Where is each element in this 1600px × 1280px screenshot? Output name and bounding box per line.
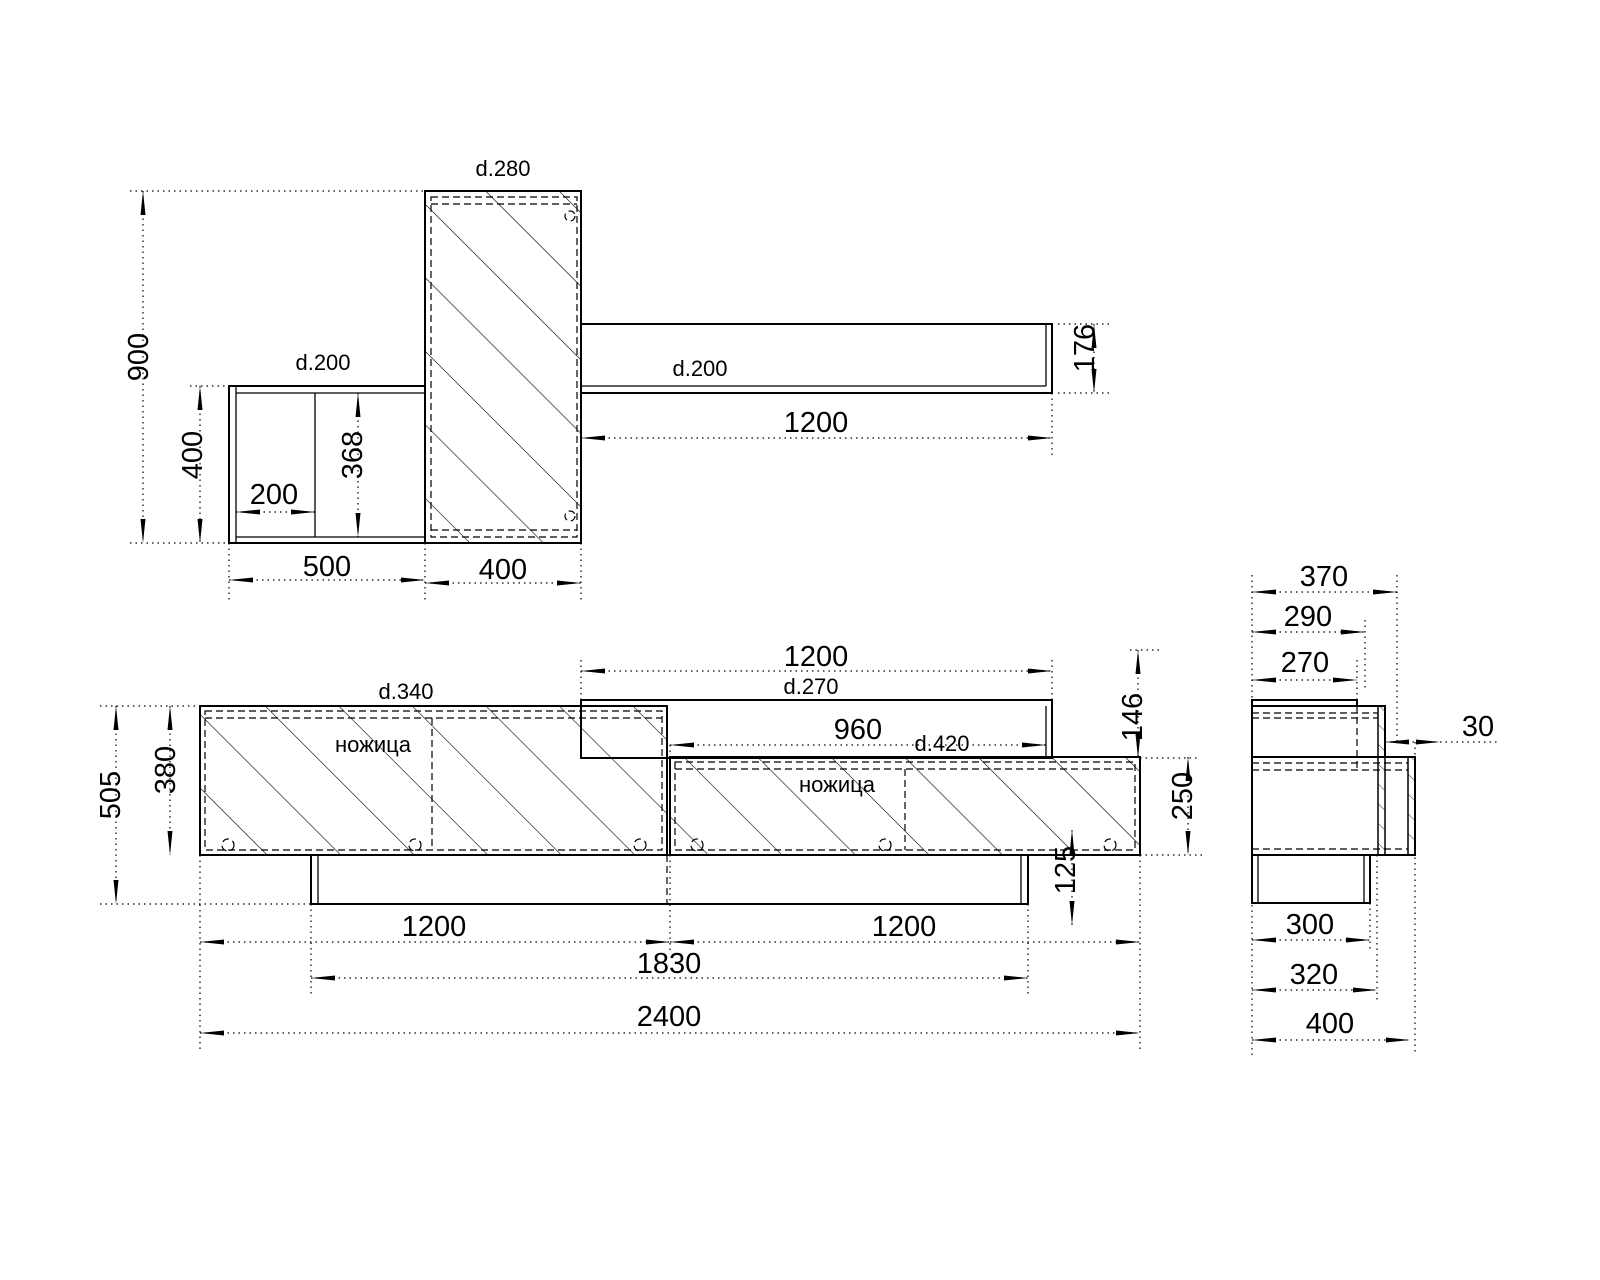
hinge-icon xyxy=(564,210,576,222)
dimension-value: 1830 xyxy=(637,948,702,980)
dimension-value: 505 xyxy=(95,771,127,819)
dimension-value: 1200 xyxy=(872,911,937,943)
dimension-value: 500 xyxy=(303,551,351,583)
mechanism-label: ножица xyxy=(335,732,412,757)
dimension-value: 250 xyxy=(1167,772,1199,820)
hinge-icon xyxy=(564,510,576,522)
depth-label: d.280 xyxy=(475,156,530,181)
dimension-value: 300 xyxy=(1286,909,1334,941)
depth-label: d.200 xyxy=(295,350,350,375)
front-view: ножица ножица d.340 d.270 d.420 xyxy=(199,674,1141,905)
dimension-value: 900 xyxy=(123,333,155,381)
depth-label: d.420 xyxy=(914,731,969,756)
dimension-value: 290 xyxy=(1284,601,1332,633)
plinth xyxy=(310,854,1029,905)
dimension-value: 1200 xyxy=(784,407,849,439)
depth-label: d.200 xyxy=(672,356,727,381)
dimension-value: 30 xyxy=(1462,711,1494,743)
dimension-value: 125 xyxy=(1050,846,1082,894)
top-view: d.200 d.280 d.200 xyxy=(228,156,1053,544)
right-cabinet: ножица xyxy=(669,756,1141,856)
tall-cabinet xyxy=(424,190,582,544)
dimension-value: 270 xyxy=(1281,647,1329,679)
dimension-value: 146 xyxy=(1117,693,1149,741)
dimension-value: 400 xyxy=(1306,1008,1354,1040)
dimension-value: 1200 xyxy=(784,641,849,673)
left-cabinet: ножица xyxy=(199,705,668,856)
dimension-value: 400 xyxy=(479,554,527,586)
left-open-shelf xyxy=(228,385,426,544)
depth-label: d.270 xyxy=(783,674,838,699)
dimension-value: 200 xyxy=(250,479,298,511)
dimension-value: 370 xyxy=(1300,561,1348,593)
extension-lines xyxy=(100,190,1500,1055)
dimension-value: 176 xyxy=(1069,324,1101,372)
mechanism-label: ножица xyxy=(799,772,876,797)
right-wall-shelf xyxy=(580,323,1053,394)
depth-label: d.340 xyxy=(378,679,433,704)
dimension-value: 2400 xyxy=(637,1001,702,1033)
dimension-lines: 900 400 368 200 500 400 1200 176 1200 960 146 250 12… xyxy=(95,191,1494,1043)
dimension-value: 368 xyxy=(337,431,369,479)
dimension-value: 320 xyxy=(1290,959,1338,991)
dimension-value: 1200 xyxy=(402,911,467,943)
dimension-value: 380 xyxy=(150,746,182,794)
side-view xyxy=(1251,699,1416,904)
dimension-value: 960 xyxy=(834,714,882,746)
dimension-value: 400 xyxy=(177,431,209,479)
